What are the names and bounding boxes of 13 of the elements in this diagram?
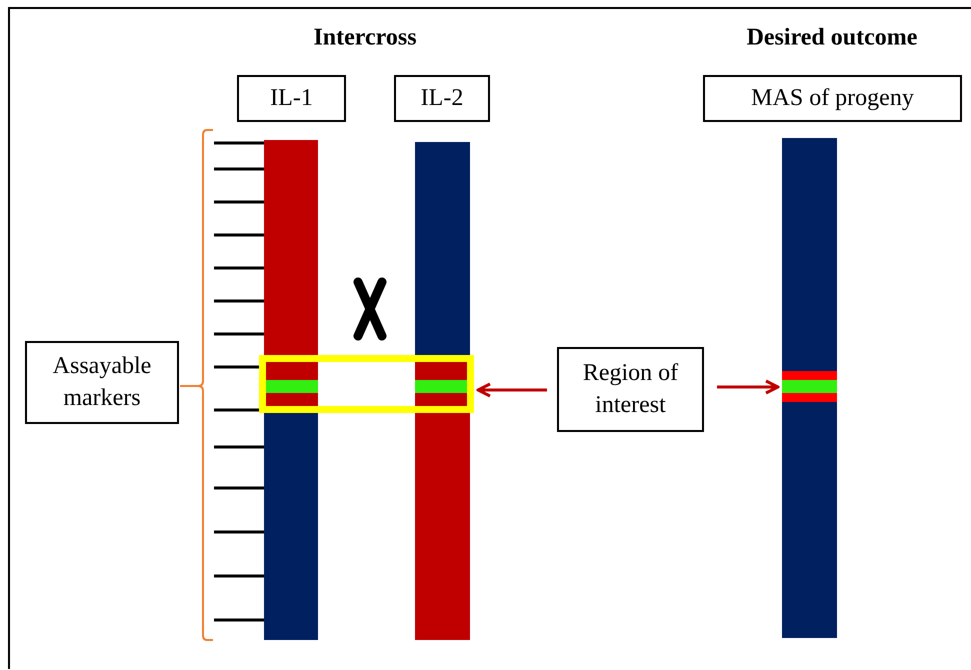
chromosome-bar <box>415 142 470 640</box>
label-box: IL-1 <box>237 75 346 122</box>
heading: Intercross <box>313 24 417 52</box>
label-box: Region of interest <box>557 347 704 432</box>
arrow <box>717 380 780 394</box>
label-box: IL-2 <box>394 75 490 122</box>
label-box: MAS of progeny <box>703 75 962 122</box>
arrow <box>476 382 547 398</box>
chromosome-bar <box>782 138 837 638</box>
highlight-box <box>259 355 474 413</box>
chromosome-bar <box>264 140 318 640</box>
label-box: Assayable markers <box>25 341 179 424</box>
heading: Desired outcome <box>746 24 918 52</box>
